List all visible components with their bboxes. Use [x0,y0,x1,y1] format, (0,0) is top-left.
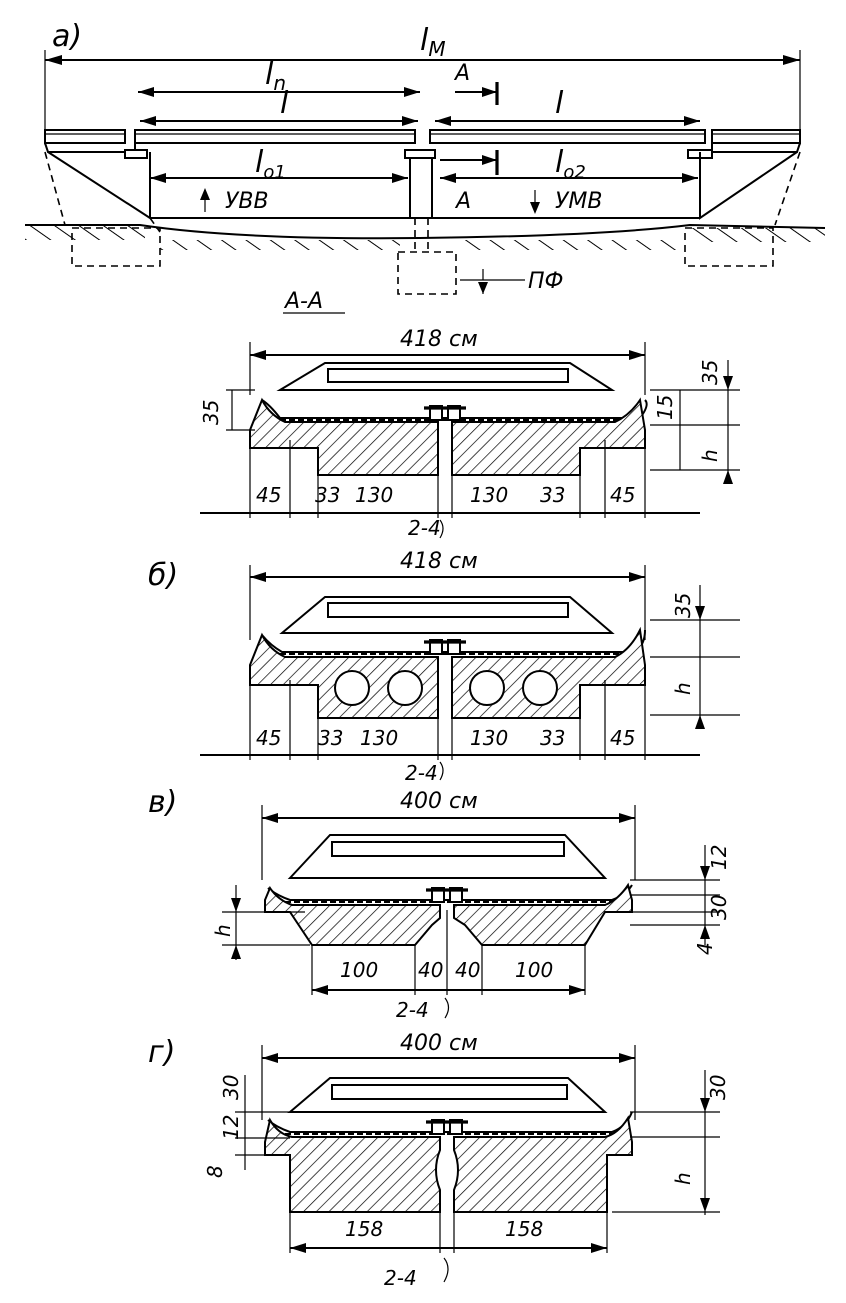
section-g-bottom-0: 158 [345,1217,383,1241]
section-g-view: г) 400 см 30 12 8 30 h [148,1031,730,1290]
section-1-bottom-0: 45 [256,483,281,507]
section-v-bottom-0: 100 [340,958,378,982]
section-1-dim-15: 15 [653,395,677,420]
span-n-label: ln [265,57,286,95]
span-right-label: l [555,86,564,121]
fig-a-label: a) [52,19,82,54]
section-1-bottom-5: 45 [610,483,635,507]
section-b-gap: 2-4 [405,761,438,785]
foundation-label: ПФ [528,269,563,294]
section-g-dim-8: 8 [203,1165,227,1178]
section-1-bottom-2: 130 [355,483,393,507]
section-b-bottom-0: 45 [256,726,281,750]
section-g-dim-h: h [671,1172,695,1185]
section-mark-lower: A [454,189,471,214]
section-g-bottom-1: 158 [505,1217,543,1241]
section-v-gap: 2-4 [396,998,429,1022]
section-v-view: в) 400 см h 12 30 4 [148,785,731,1022]
section-1-dim-h: h [698,449,722,462]
section-b-bottom-2: 130 [360,726,398,750]
water-high-label: УВВ [225,189,269,214]
section-1-bottom-3: 130 [470,483,508,507]
water-low-label: УМВ [555,189,602,214]
section-v-bottom-2: 40 [455,958,480,982]
section-b-dim-h: h [671,682,695,695]
section-b-bottom-4: 33 [540,726,565,750]
section-g-dim-30-left: 30 [219,1075,243,1100]
section-v-dim-4: 4 [693,942,717,955]
section-v-width: 400 см [400,789,478,814]
fig-v-label: в) [148,785,177,820]
elevation-view: a) lM ln A l l [25,19,826,314]
total-span-label: lM [420,23,446,61]
section-v-bottom-3: 100 [515,958,553,982]
section-b-bottom-5: 45 [610,726,635,750]
section-1-width: 418 см [400,327,478,352]
section-1-bottom-1: 33 [315,483,340,507]
section-b-bottom-1: 33 [318,726,343,750]
section-v-dim-12: 12 [707,845,731,870]
section-b-bottom-3: 130 [470,726,508,750]
section-v-dim-h: h [211,924,235,937]
section-g-dim-30-right: 30 [706,1075,730,1100]
section-g-dim-12: 12 [219,1115,243,1140]
section-v-bottom-1: 40 [418,958,443,982]
section-aa-view: 418 см 35 35 15 h [199,327,740,540]
section-title: А-А [283,289,323,314]
fig-g-label: г) [148,1035,175,1070]
section-v-dim-30: 30 [707,895,731,920]
span-left-label: l [280,86,289,121]
clear-right-label: lo2 [555,145,586,183]
section-g-gap: 2-4 [384,1266,417,1290]
section-1-bottom-4: 33 [540,483,565,507]
section-b-view: б) 418 см 35 h [148,549,740,785]
section-1-dim-35-right: 35 [698,360,722,385]
section-1-dim-35-left: 35 [199,400,223,425]
clear-left-label: lo1 [255,145,286,183]
section-b-width: 418 см [400,549,478,574]
section-g-width: 400 см [400,1031,478,1056]
section-mark-top: A [453,61,470,86]
fig-b-label: б) [148,558,178,593]
section-1-gap: 2-4 [408,516,441,540]
section-b-dim-35: 35 [671,593,695,618]
